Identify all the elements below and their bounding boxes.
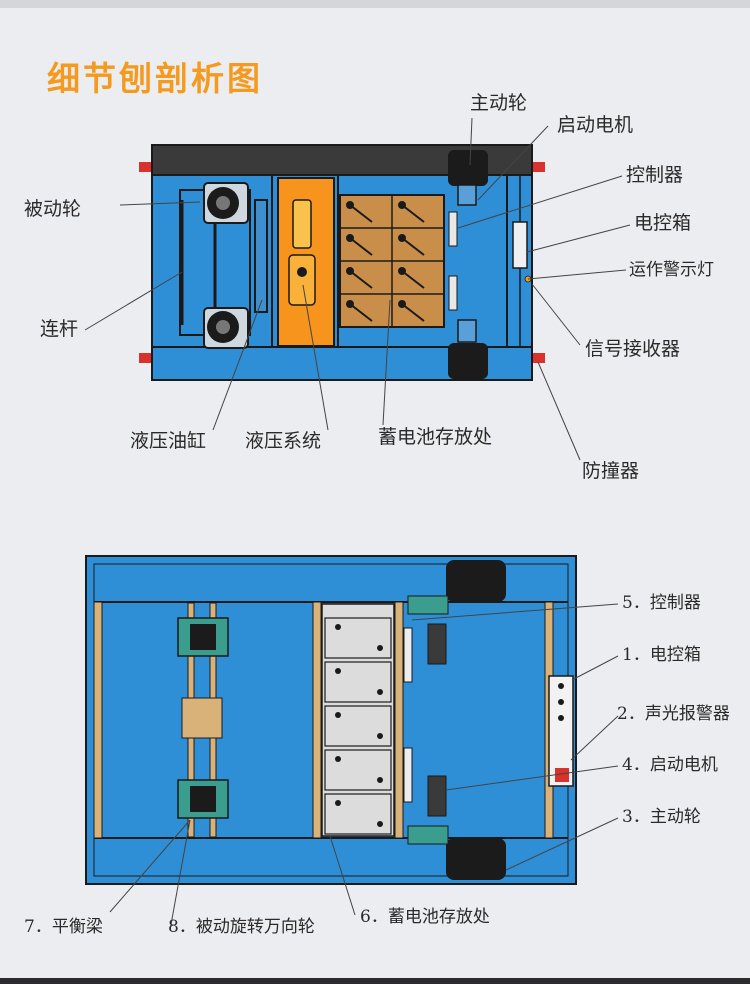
- sound-light-alarm: [555, 768, 569, 782]
- label-bottom-battery: 6．蓄电池存放处: [360, 907, 490, 927]
- label-bottom-balance-beam: 7．平衡梁: [24, 917, 103, 937]
- control-box: [512, 221, 528, 269]
- label-signal-receiver: 信号接收器: [585, 338, 681, 360]
- bottom-edge-bar: [0, 978, 750, 984]
- label-battery-storage: 蓄电池存放处: [378, 426, 493, 448]
- start-motor-top: [457, 184, 477, 206]
- label-controller: 控制器: [626, 164, 684, 186]
- label-bottom-caster: 8．被动旋转万向轮: [168, 917, 315, 937]
- hydraulic-cylinder: [254, 199, 268, 313]
- drive-wheel-bottom-top: [446, 560, 506, 602]
- label-bottom-control-box: 1．电控箱: [622, 645, 701, 665]
- label-bottom-drive-wheel: 3．主动轮: [622, 807, 701, 827]
- start-motor-b: [427, 775, 447, 817]
- label-control-box: 电控箱: [634, 212, 692, 234]
- label-hydraulic-cylinder: 液压油缸: [130, 430, 207, 452]
- label-bumper: 防撞器: [582, 460, 640, 482]
- bumper-left-top: [139, 162, 153, 172]
- bumper-right-bottom: [531, 353, 545, 363]
- label-drive-wheel: 主动轮: [470, 92, 528, 114]
- control-box-bottom: [548, 675, 574, 787]
- top-edge-bar: [0, 0, 750, 8]
- bumper-left-bottom: [139, 353, 153, 363]
- label-bottom-start-motor: 4．启动电机: [622, 755, 718, 775]
- page-title: 细节刨剖析图: [47, 59, 263, 98]
- start-motor-bottom: [457, 319, 477, 343]
- label-link-rod: 连杆: [40, 318, 79, 340]
- label-warning-light: 运作警示灯: [629, 260, 714, 280]
- start-motor-a: [427, 623, 447, 665]
- top-vehicle: [84, 117, 631, 461]
- label-hydraulic-system: 液压系统: [245, 430, 322, 452]
- label-bottom-alarm: 2．声光报警器: [617, 704, 730, 724]
- drive-wheel-bottom-bottom: [446, 838, 506, 880]
- label-start-motor: 启动电机: [557, 114, 634, 136]
- drive-wheel-bottom: [448, 343, 488, 379]
- bottom-vehicle: [85, 555, 619, 931]
- label-passive-wheel: 被动轮: [24, 198, 82, 220]
- bumper-right-top: [531, 162, 545, 172]
- drive-wheel-top: [448, 150, 488, 186]
- label-bottom-controller: 5．控制器: [622, 593, 701, 613]
